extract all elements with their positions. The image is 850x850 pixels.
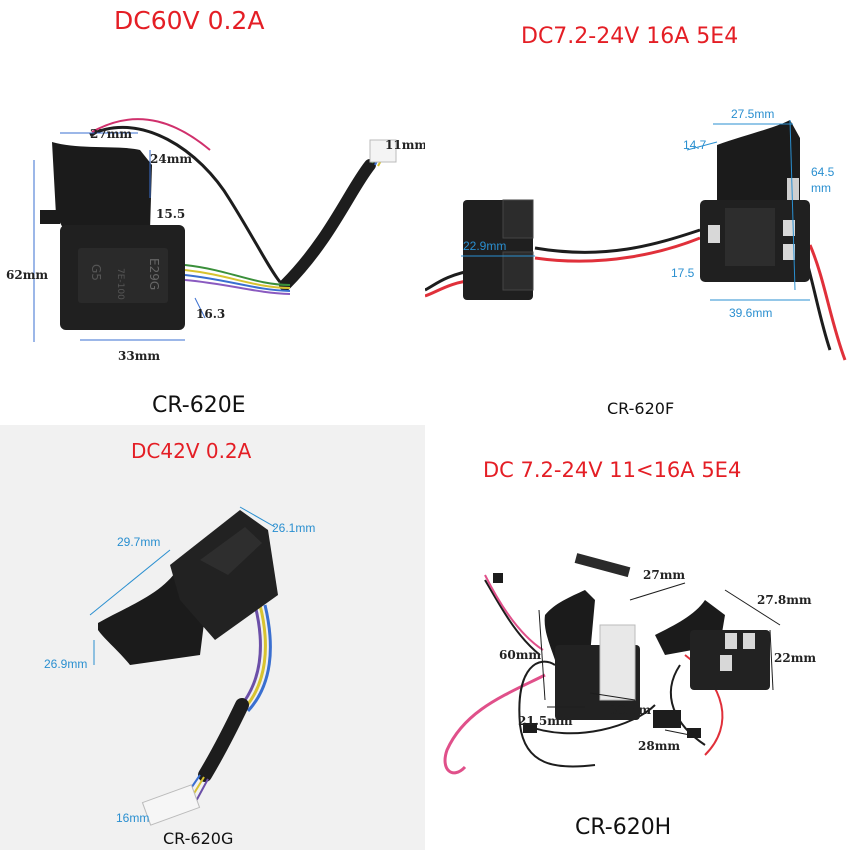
dimension-label: 27.5mm — [731, 107, 775, 121]
dimension-label: 26.9mm — [44, 657, 88, 671]
body-marking: G5 — [89, 264, 103, 281]
dimension-label: 21.5mm — [518, 714, 573, 728]
dimension-label: 60mm — [499, 648, 542, 662]
panel-cr-620e: DC60V 0.2A 7E-100 E29G G5 27mm 24mm 15.5… — [0, 0, 425, 425]
dimension-label: 39.6mm — [729, 306, 773, 320]
dimension-label: 64.5 — [811, 165, 835, 179]
dimension-label: 27.8mm — [757, 593, 812, 607]
rating-title: DC60V 0.2A — [114, 6, 265, 35]
switch-photo-cr-620e: 7E-100 E29G G5 — [33, 118, 397, 342]
dimension-label: 27mm — [90, 127, 133, 141]
switch-photo-cr-620f — [425, 119, 847, 361]
rating-title: DC7.2-24V 16A 5E4 — [521, 24, 739, 49]
body-marking: 7E-100 — [115, 268, 125, 300]
panel-cr-620h: DC 7.2-24V 11<16A 5E4 — [425, 425, 850, 850]
body-marking: E29G — [147, 258, 161, 290]
dimension-label: 28mm — [638, 739, 681, 753]
dimension-label: 27mm — [643, 568, 686, 582]
rating-title: DC42V 0.2A — [131, 439, 252, 463]
panel-cr-620f: DC7.2-24V 16A 5E4 27.5mm 14.7 64.5 mm 22… — [425, 0, 850, 425]
rating-title: DC 7.2-24V 11<16A 5E4 — [483, 458, 742, 482]
dimension-label: 11mm — [385, 138, 425, 152]
dimension-label: 30mm — [609, 703, 652, 717]
dimension-label: 62mm — [6, 268, 49, 282]
panel-cr-620g: DC42V 0.2A 29.7mm 26.1mm 26.9mm 16mm CR-… — [0, 425, 425, 850]
dimension-label: 29.7mm — [117, 535, 161, 549]
switch-photo-cr-620g — [89, 506, 278, 826]
dimension-label: 17.5 — [671, 266, 695, 280]
model-label: CR-620E — [152, 393, 246, 418]
dimension-label: 24mm — [150, 152, 193, 166]
dimension-label: 16.3 — [196, 307, 226, 321]
dimension-label: 26.1mm — [272, 521, 316, 535]
dimension-label: 22.9mm — [463, 239, 507, 253]
dimension-label: 33mm — [118, 349, 161, 363]
model-label: CR-620F — [607, 399, 675, 418]
dimension-label: 22mm — [774, 651, 817, 665]
dimension-label: 16mm — [116, 811, 150, 825]
dimension-label: 15.5 — [156, 207, 186, 221]
model-label: CR-620G — [163, 829, 234, 848]
model-label: CR-620H — [575, 815, 672, 840]
dimension-label: mm — [811, 181, 831, 195]
dimension-label: 14.7 — [683, 138, 707, 152]
switch-photo-cr-620h — [443, 553, 781, 775]
